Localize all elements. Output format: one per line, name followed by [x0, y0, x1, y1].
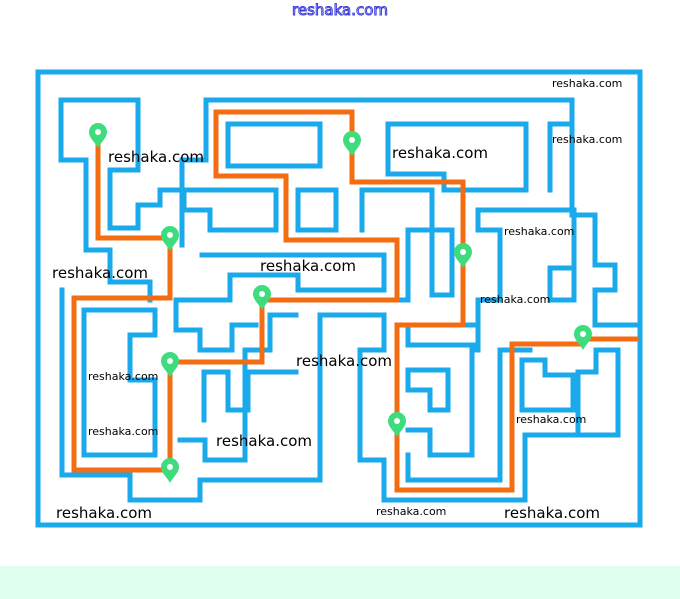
wall-segment: [385, 121, 529, 193]
route-segment: [71, 137, 173, 473]
wall-segment: [429, 227, 455, 298]
watermark-label: reshaka.com: [480, 293, 550, 306]
map-pin-icon: [161, 226, 179, 251]
solution-route: [71, 109, 639, 493]
map-pin-icon: [388, 412, 406, 437]
wall-segment: [177, 312, 299, 463]
map-pin-icon: [161, 458, 179, 483]
wall-segment: [407, 347, 621, 503]
watermark-label: reshaka.com: [552, 77, 622, 90]
watermark-label: reshaka.com: [504, 504, 600, 522]
watermark-label: reshaka.com: [516, 413, 586, 426]
map-pin-icon: [343, 131, 361, 156]
watermark-label: reshaka.com: [108, 148, 204, 166]
wall-segment: [225, 121, 323, 169]
watermark-label: reshaka.com: [552, 133, 622, 146]
map-pin-icon: [454, 243, 472, 268]
wall-segment: [81, 307, 158, 458]
wall-segment: [575, 347, 599, 438]
watermark-label: reshaka.com: [88, 425, 158, 438]
map-pin-icon: [574, 325, 592, 350]
wall-segment: [59, 287, 458, 503]
markers: [89, 123, 592, 483]
wall-segment: [201, 369, 299, 413]
header-watermark: reshaka.com: [292, 1, 389, 20]
maze-labels: reshaka.com reshaka.com reshaka.com resh…: [52, 77, 622, 522]
watermark-label: reshaka.com: [56, 504, 152, 522]
watermark-label: reshaka.com: [376, 505, 446, 518]
wall-segment: [519, 357, 576, 413]
wall-segment: [58, 97, 187, 303]
watermark-label: reshaka.com: [260, 257, 356, 275]
wall-segment: [405, 347, 481, 458]
footer-bar: [0, 566, 680, 599]
wall-segment: [405, 367, 451, 413]
map-pin-icon: [253, 285, 271, 310]
wall-segment: [359, 187, 435, 303]
watermark-label: reshaka.com: [88, 370, 158, 383]
route-segment: [167, 109, 639, 493]
watermark-label: reshaka.com: [504, 225, 574, 238]
wall-segment: [475, 207, 577, 333]
watermark-label: reshaka.com: [216, 432, 312, 450]
wall-segment: [405, 322, 481, 348]
map-pin-icon: [89, 123, 107, 148]
wall-segment: [173, 252, 387, 353]
outer-wall: [35, 69, 643, 528]
maze-walls: [35, 69, 643, 528]
watermark-label: reshaka.com: [52, 264, 148, 282]
watermark-label: reshaka.com: [392, 144, 488, 162]
wall-segment: [295, 187, 339, 233]
wall-segment: [547, 97, 643, 328]
wall-segment: [181, 187, 279, 233]
map-pin-icon: [161, 352, 179, 377]
watermark-label: reshaka.com: [296, 352, 392, 370]
